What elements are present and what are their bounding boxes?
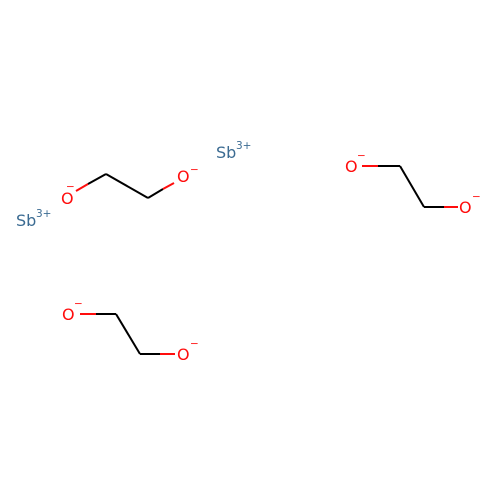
glycolate-3: O − O − [62,298,199,364]
oxygen-o4-label: O [459,198,472,217]
antimony-left-label: Sb [16,211,36,230]
oxygen-o2-charge: − [190,164,199,176]
bond-c5-c6 [115,313,141,355]
oxygen-o1-label: O [61,189,74,208]
oxygen-o6-charge: − [190,338,199,350]
antimony-left-charge: 3+ [36,208,51,220]
oxygen-o6-label: O [177,345,190,364]
antimony-cation-top: Sb 3+ [216,140,251,162]
oxygen-o5-charge: − [74,298,83,310]
oxygen-o5-label: O [62,305,75,324]
antimony-top-label: Sb [216,143,236,162]
bond-c2-o2-black [147,188,164,199]
oxygen-o4-charge: − [472,191,481,203]
antimony-cation-left: Sb 3+ [16,208,51,230]
oxygen-o2-label: O [177,167,190,186]
bond-c2-o2-red [162,182,175,190]
oxygen-o3-label: O [345,157,358,176]
oxygen-o3-charge: − [357,150,366,162]
glycolate-1: O − O − [61,164,199,208]
bond-c1-c2 [105,173,149,199]
bond-o1-c1-red [75,183,89,192]
glycolate-2: O − O − [345,150,481,217]
antimony-top-charge: 3+ [236,140,251,152]
oxygen-o1-charge: − [66,181,75,193]
bond-c3-c4 [399,165,425,208]
bond-o1-c1-black [87,173,107,185]
